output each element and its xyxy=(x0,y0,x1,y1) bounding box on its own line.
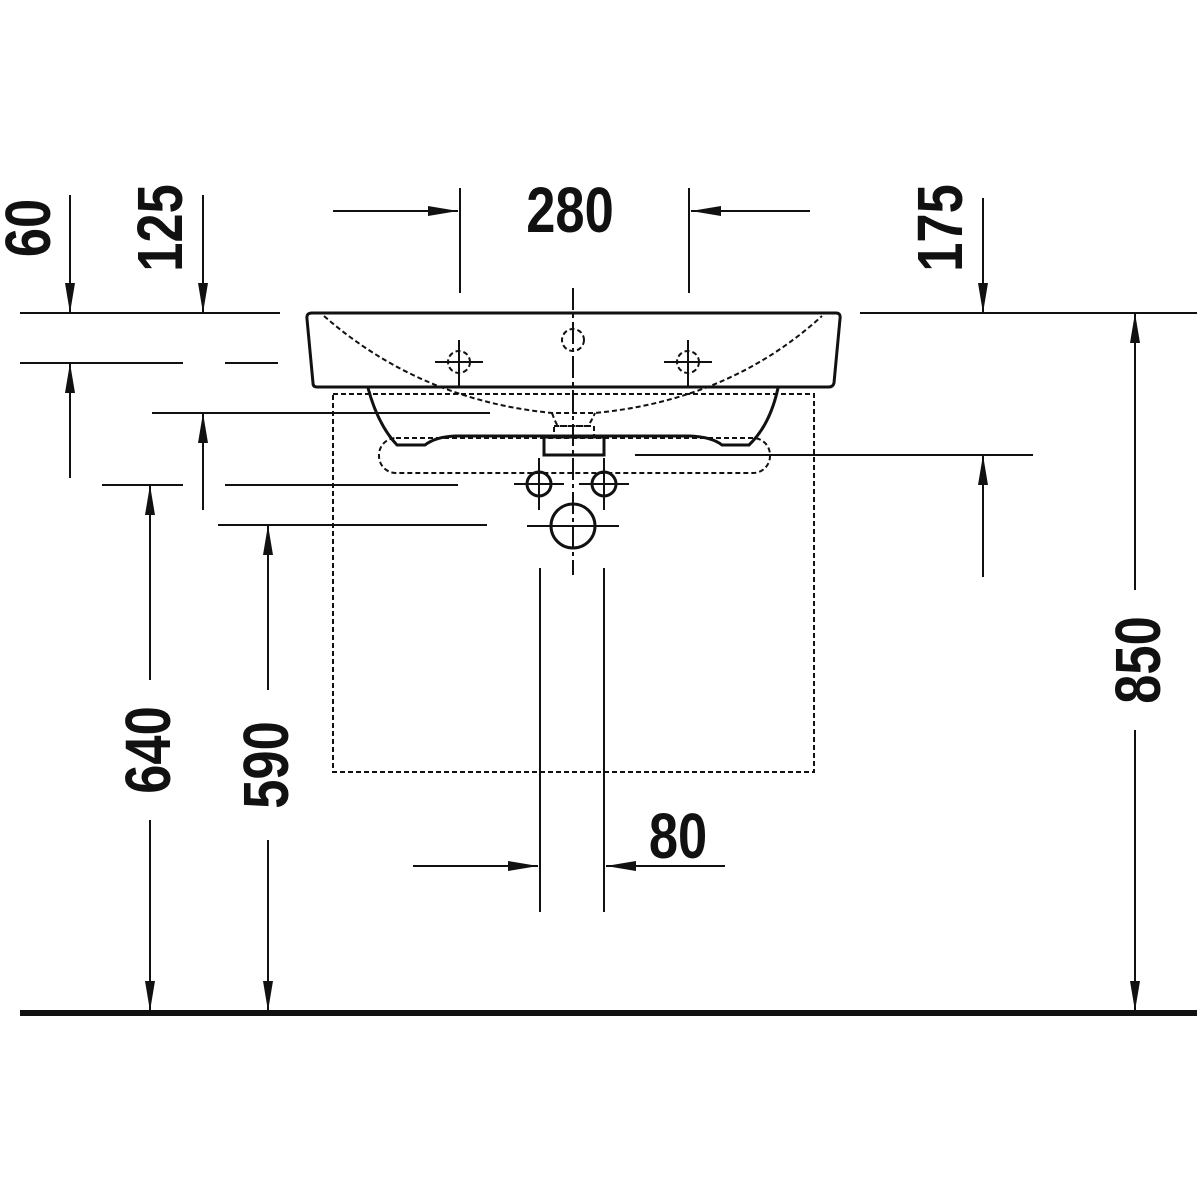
dim-80: 80 xyxy=(649,801,707,872)
dim-280: 280 xyxy=(526,175,614,246)
dim-850: 850 xyxy=(1103,616,1174,704)
dimension-arrows xyxy=(65,195,1140,1011)
dim-60: 60 xyxy=(0,199,64,257)
washbasin xyxy=(305,288,842,575)
dim-125: 125 xyxy=(125,184,196,272)
dim-640: 640 xyxy=(113,706,184,794)
dim-175: 175 xyxy=(905,184,976,272)
extension-lines xyxy=(20,188,1197,912)
vanity-unit xyxy=(332,393,815,773)
dim-590: 590 xyxy=(231,721,302,809)
